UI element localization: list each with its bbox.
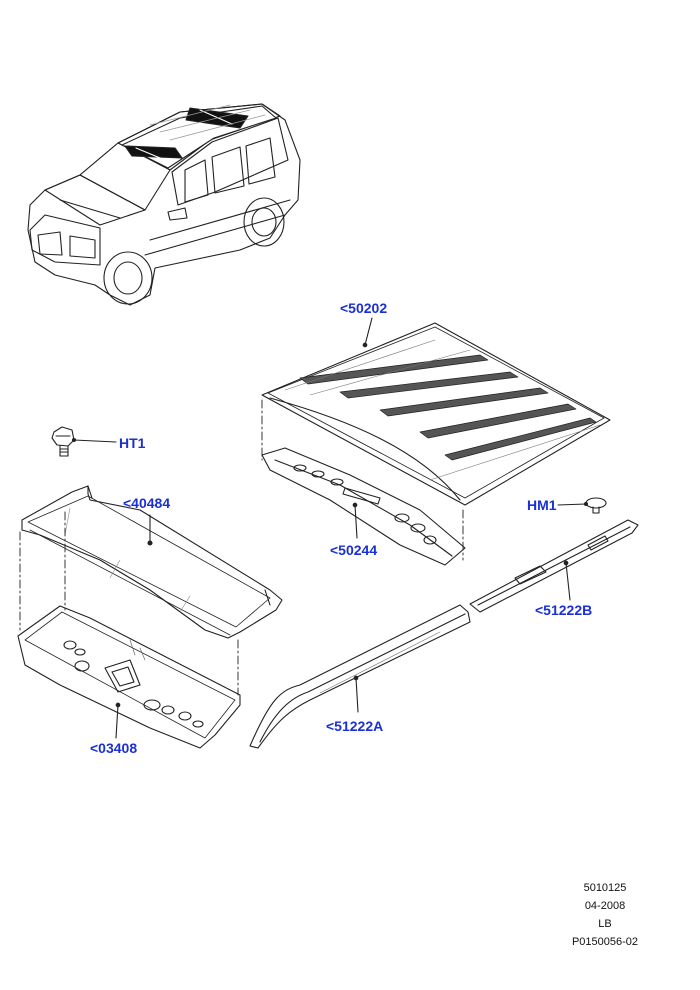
drawing-number: P0150056-02 — [571, 936, 639, 948]
callout-hm1-clip[interactable]: HM1 — [527, 497, 557, 513]
callout-front-header[interactable]: <50244 — [330, 542, 378, 558]
callout-rear-header[interactable]: <40484 — [123, 495, 171, 511]
callout-ht1-bolt[interactable]: HT1 — [119, 435, 146, 451]
vehicle-illustration — [27, 103, 301, 306]
clip-icon — [557, 497, 607, 514]
rear-header — [21, 485, 283, 639]
callout-roof-rail-a[interactable]: <51222A — [326, 718, 384, 734]
callout-rear-header-reinforcement[interactable]: <03408 — [90, 740, 138, 756]
reference-block: 5010125 04-2008 LB P0150056-02 — [540, 879, 670, 951]
front-header — [261, 447, 466, 566]
roof-rail-b — [469, 519, 639, 613]
rear-header-reinforcement — [17, 605, 241, 749]
illustration-number: 5010125 — [583, 882, 627, 894]
callout-roof-rail-b[interactable]: <51222B — [535, 602, 593, 618]
model-code: LB — [598, 918, 612, 930]
roof-rail-a — [249, 604, 471, 749]
callout-roof-panel[interactable]: <50202 — [340, 300, 388, 316]
date-code: 04-2008 — [584, 900, 626, 912]
roof-panel — [261, 317, 611, 506]
bolt-icon — [51, 426, 117, 457]
